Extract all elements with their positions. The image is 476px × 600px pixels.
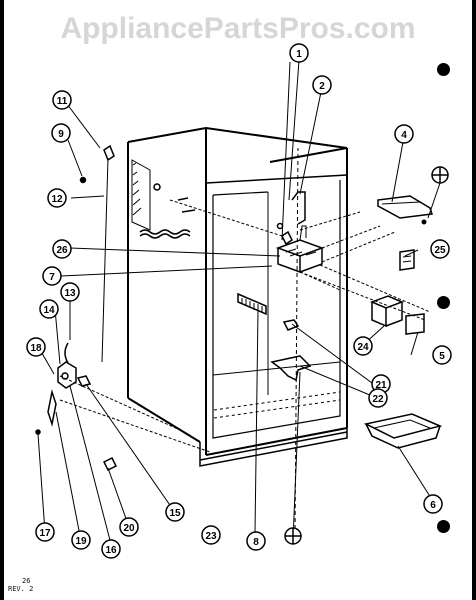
svg-text:21: 21 — [375, 380, 387, 391]
svg-text:19: 19 — [75, 536, 87, 547]
svg-text:15: 15 — [169, 508, 181, 519]
cube-part-24 — [369, 295, 405, 328]
page-number: 26 — [22, 577, 31, 585]
screw-part-4 — [421, 219, 427, 225]
svg-text:5: 5 — [439, 351, 445, 362]
bracket-part-22 — [270, 355, 312, 382]
svg-text:18: 18 — [30, 343, 42, 354]
punch-hole-top — [437, 63, 450, 76]
tray-part-6 — [363, 413, 443, 449]
bracket-part-2 — [291, 191, 306, 225]
callout-24: 24 — [353, 336, 373, 356]
control-assembly — [169, 199, 431, 321]
callout-17: 17 — [35, 522, 55, 542]
callout-16: 16 — [101, 539, 121, 559]
svg-text:9: 9 — [58, 129, 64, 140]
hinge-assembly — [35, 144, 118, 472]
callout-22: 22 — [368, 388, 388, 408]
svg-text:13: 13 — [64, 288, 76, 299]
callout-19: 19 — [71, 530, 91, 550]
svg-text:7: 7 — [49, 272, 55, 283]
refrigerator-cabinet — [127, 126, 348, 467]
callout-1: 1 — [289, 43, 309, 63]
callout-20: 20 — [119, 517, 139, 537]
callout-13: 13 — [60, 282, 80, 302]
screw-symbol-top-right — [431, 166, 449, 184]
rack-part-23 — [237, 292, 267, 316]
svg-text:8: 8 — [253, 537, 259, 548]
svg-text:24: 24 — [357, 342, 369, 353]
svg-text:16: 16 — [105, 545, 117, 556]
callout-25: 25 — [430, 239, 450, 259]
svg-text:17: 17 — [39, 528, 51, 539]
screw-symbol-bottom — [284, 527, 302, 545]
callout-11: 11 — [52, 90, 72, 110]
screw-symbols — [284, 166, 449, 545]
callout-6: 6 — [423, 494, 443, 514]
leader-lines — [37, 59, 441, 549]
punch-hole-middle — [437, 296, 450, 309]
page-footnote: 26 REV. 2 — [8, 577, 33, 593]
label-part-25 — [399, 249, 415, 271]
punch-hole-bottom — [437, 520, 450, 533]
callout-18: 18 — [26, 337, 46, 357]
svg-text:26: 26 — [56, 245, 68, 256]
rod-part-1 — [281, 61, 291, 241]
svg-text:25: 25 — [434, 245, 446, 256]
svg-text:4: 4 — [401, 130, 407, 141]
callout-5: 5 — [432, 345, 452, 365]
svg-text:12: 12 — [51, 194, 63, 205]
svg-text:11: 11 — [57, 96, 68, 107]
svg-text:23: 23 — [205, 531, 217, 542]
spring-part-13 — [64, 342, 69, 364]
svg-text:1: 1 — [296, 49, 302, 60]
watermark: AppliancePartsPros.com — [60, 12, 416, 45]
square-part-5 — [405, 313, 425, 335]
svg-text:2: 2 — [319, 81, 325, 92]
svg-text:20: 20 — [123, 523, 135, 534]
callout-2: 2 — [312, 75, 332, 95]
clip-part-21 — [282, 319, 300, 331]
svg-text:6: 6 — [430, 500, 436, 511]
frame-bar-right — [472, 0, 476, 600]
callouts: 1 2 4 25 24 5 21 22 6 23 8 26 7 11 9 12 … — [26, 43, 452, 559]
svg-text:22: 22 — [372, 394, 384, 405]
callout-23: 23 — [201, 525, 221, 545]
callout-8: 8 — [246, 531, 266, 551]
svg-text:14: 14 — [43, 305, 55, 316]
frame-bar-left — [0, 0, 4, 600]
revision-label: REV. 2 — [8, 585, 34, 593]
callout-12: 12 — [47, 188, 67, 208]
louver-part-4 — [377, 195, 434, 219]
callout-4: 4 — [394, 124, 414, 144]
callout-9: 9 — [51, 123, 71, 143]
callout-7: 7 — [42, 266, 62, 286]
screw-part-1 — [276, 222, 284, 230]
callout-15: 15 — [165, 502, 185, 522]
callout-26: 26 — [52, 239, 72, 259]
callout-14: 14 — [39, 299, 59, 319]
